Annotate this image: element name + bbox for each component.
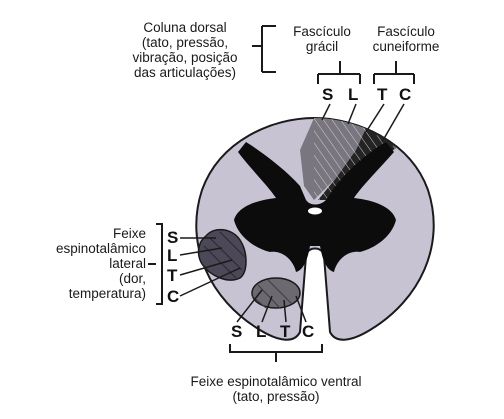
ventral-letter-s: S <box>231 322 243 341</box>
lateral-letter-l: L <box>167 246 178 265</box>
ventral-leader-lines <box>236 289 307 323</box>
cuneate-bracket <box>373 61 415 84</box>
lateral-leader-lines <box>179 237 241 297</box>
lateral-letter-t: T <box>167 266 178 285</box>
lateral-tract-line: (dor, <box>118 271 146 286</box>
ventral-tract-line: (tato, pressão) <box>232 389 320 404</box>
lateral-tract-line: temperatura) <box>68 286 146 301</box>
lateral-tract-label: Feixe espinotalâmico lateral (dor, tempe… <box>20 226 146 301</box>
lateral-tract-area <box>197 228 247 281</box>
dorsal-column-line: Coluna dorsal <box>143 20 227 35</box>
lateral-tract-line: Feixe <box>112 226 146 241</box>
ventral-tract-label: Feixe espinotalâmico ventral (tato, pres… <box>160 374 392 404</box>
gracile-bracket <box>317 61 361 84</box>
dorsal-column-label: Coluna dorsal (tato, pressão, vibração, … <box>116 20 254 80</box>
ventral-tract-line: Feixe espinotalâmico ventral <box>190 374 362 389</box>
lateral-tract-line: lateral <box>109 256 146 271</box>
lateral-letter-c: C <box>167 287 180 306</box>
cuneate-line: Fascículo <box>377 24 435 39</box>
cuneate-letter-c: C <box>399 85 412 104</box>
ventral-letter-c: C <box>302 322 315 341</box>
gracile-fasciculus-area <box>300 118 314 200</box>
cuneate-letter-t: T <box>377 85 388 104</box>
cuneate-label: Fascículo cuneiforme <box>364 24 448 54</box>
central-canal <box>308 207 322 215</box>
dorsal-column-line: (tato, pressão, <box>141 35 229 50</box>
lateral-tract-bracket <box>148 223 163 305</box>
gracile-line: grácil <box>305 39 339 54</box>
gracile-letter-l: L <box>348 85 359 104</box>
dorsal-column-bracket <box>252 25 276 73</box>
cuneate-line: cuneiforme <box>372 39 440 54</box>
dorsal-column-line: vibração, posição <box>132 50 238 65</box>
gray-matter <box>234 142 396 272</box>
gracile-label: Fascículo grácil <box>282 24 362 54</box>
lateral-letter-s: S <box>167 228 179 247</box>
ventral-tract-bracket <box>229 344 323 362</box>
gracile-line: Fascículo <box>293 24 351 39</box>
ventral-letter-l: L <box>256 322 267 341</box>
dorsal-column-line: das articulações) <box>133 65 237 80</box>
gracile-letter-s: S <box>322 85 334 104</box>
ventral-tract-area <box>251 277 301 309</box>
dorsal-leader-lines <box>321 103 405 143</box>
ventral-letter-t: T <box>280 322 291 341</box>
lateral-tract-line: espinotalâmico <box>55 241 146 256</box>
